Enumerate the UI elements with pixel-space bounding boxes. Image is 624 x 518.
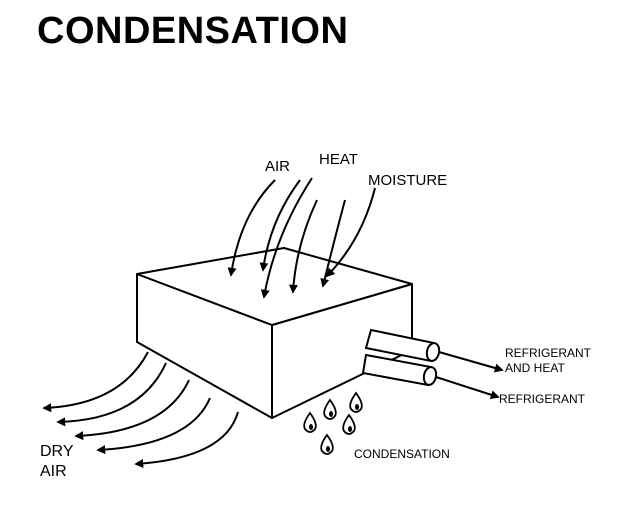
label-air: AIR (265, 158, 290, 175)
dry-air-arrow-4 (96, 397, 211, 455)
refrigerant-pipes (361, 328, 441, 387)
dry-air-arrows (42, 351, 239, 469)
label-heat: HEAT (319, 151, 358, 168)
coil-box (136, 247, 413, 419)
moisture-arrow-1 (320, 199, 346, 288)
label-refrigerant-and-heat-line1: REFRIGERANT (505, 346, 592, 360)
heat-arrow-1 (260, 177, 313, 299)
condensation-droplets (303, 391, 363, 455)
dry-air-arrow-1 (42, 351, 149, 413)
pipe-lower (361, 353, 438, 387)
incoming-arrows (227, 177, 376, 299)
label-refrigerant: REFRIGERANT (499, 392, 586, 406)
label-moisture: MOISTURE (368, 172, 447, 189)
heat-arrow-2 (288, 199, 318, 294)
droplet-highlights (309, 404, 359, 452)
label-refrigerant-and-heat-line2: AND HEAT (505, 361, 565, 375)
pipe-upper (364, 328, 441, 363)
label-condensation: CONDENSATION (354, 447, 450, 461)
air-arrow-2 (259, 179, 301, 272)
dry-air-arrow-3 (74, 379, 190, 441)
diagram-title: CONDENSATION (37, 10, 349, 52)
moisture-arrow-2 (325, 187, 376, 278)
dry-air-arrow-5 (134, 411, 239, 469)
refrigerant-and-heat-arrow (438, 351, 504, 373)
label-dry-air-line2: AIR (40, 463, 67, 480)
dry-air-arrow-2 (56, 362, 167, 427)
refrigerant-arrow (435, 376, 500, 400)
refrigerant-arrows (435, 351, 504, 400)
air-arrow-1 (227, 179, 276, 277)
label-dry-air-line1: DRY (40, 443, 74, 460)
